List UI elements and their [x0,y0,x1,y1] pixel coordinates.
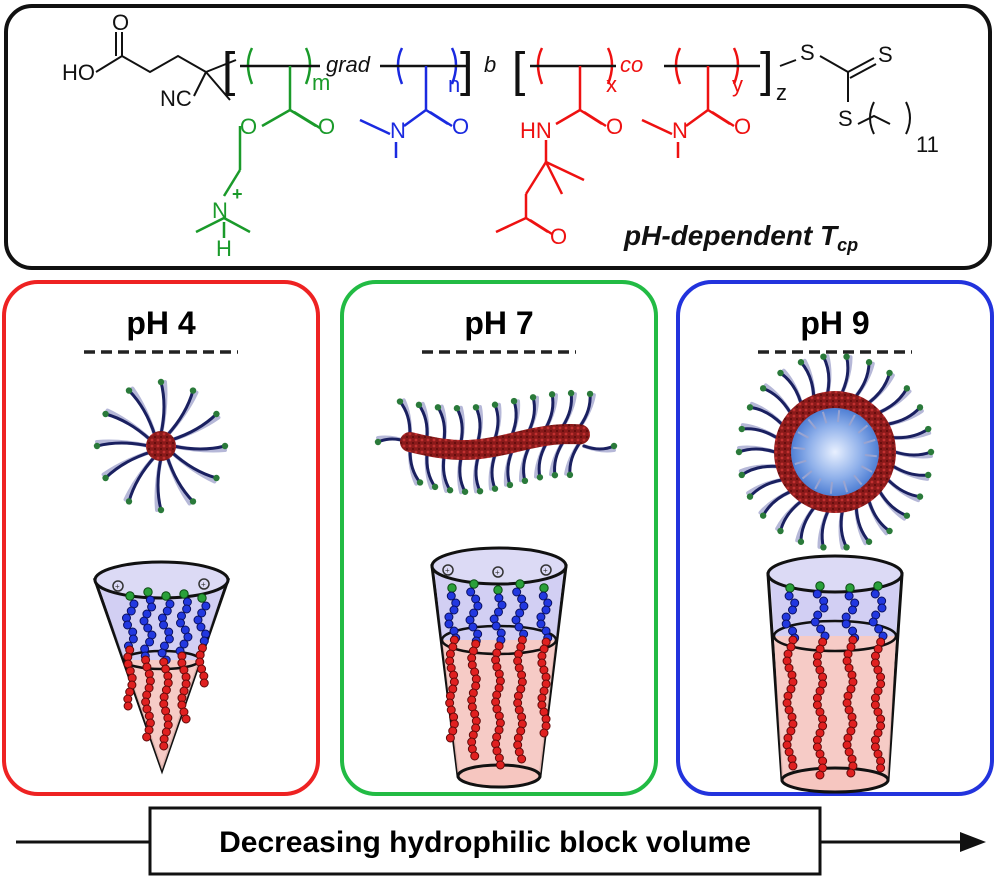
red-ketone-o: O [550,224,567,249]
b-label: b [484,52,496,77]
blue-monomer [359,47,466,158]
trend-label-box [148,806,822,876]
red-carbonyl-o1: O [606,114,623,139]
block2-z-label: z [776,80,787,105]
block1-m-label: m [312,70,330,95]
sulfur-2: S [878,42,893,67]
acid-o-label: O [112,10,129,35]
green-monomer [195,47,321,238]
block2-y-label: y [732,72,743,97]
svg-text:]: ] [760,44,773,97]
packing-cylinder [766,554,904,794]
trend-arrow-head [960,832,986,852]
nitrile-label: NC [160,86,192,111]
blue-amide-n: N [390,118,406,143]
red-monomer-x [495,47,616,236]
tcp-sub-label: cp [837,235,858,255]
svg-text:]: ] [460,44,473,97]
svg-text:[: [ [222,44,235,97]
block2-x-label: x [606,72,617,97]
tcp-main-label: pH-dependent T [623,220,840,251]
panel-ph9-title: pH 9 [800,305,869,341]
packing-truncated-cone: + + + [430,546,568,789]
red-amide-n: N [672,118,688,143]
svg-text:pH-dependent Tcp: pH-dependent Tcp [623,220,858,255]
packing-cone: ++ [92,560,231,775]
spherical-micelle [93,378,229,514]
green-ester-o: O [240,114,257,139]
worm-micelle [374,389,618,495]
sulfur-3: S [838,106,853,131]
green-ammonium-h: H [216,236,232,261]
chemical-structure: O HO NC [ m O O N + H g [62,10,939,261]
panel-ph4-title: pH 4 [126,305,196,341]
chain-length-label: 11 [916,132,939,157]
structure-frame [4,4,992,270]
trend-label: Decreasing hydrophilic block volume [219,826,751,859]
red-hn-label: HN [520,118,552,143]
svg-text:+: + [543,566,548,575]
grad-label: grad [326,52,371,77]
svg-text:+: + [115,582,120,591]
green-n-plus: + [232,184,243,204]
svg-text:+: + [201,580,206,589]
blue-carbonyl-o: O [452,114,469,139]
red-carbonyl-o2: O [734,114,751,139]
red-monomer-y [641,47,760,158]
block1-n-label: n [448,72,460,97]
svg-text:+: + [445,566,450,575]
green-ammonium-n: N [212,198,228,223]
panel-ph4-frame [2,280,320,796]
acid-ho-label: HO [62,60,95,85]
svg-text:+: + [495,568,500,577]
sulfur-1: S [800,40,815,65]
co-label: co [620,52,643,77]
panel-ph7-title: pH 7 [464,305,533,341]
vesicle [735,353,935,551]
svg-text:[: [ [512,44,525,97]
green-carbonyl-o: O [318,114,335,139]
